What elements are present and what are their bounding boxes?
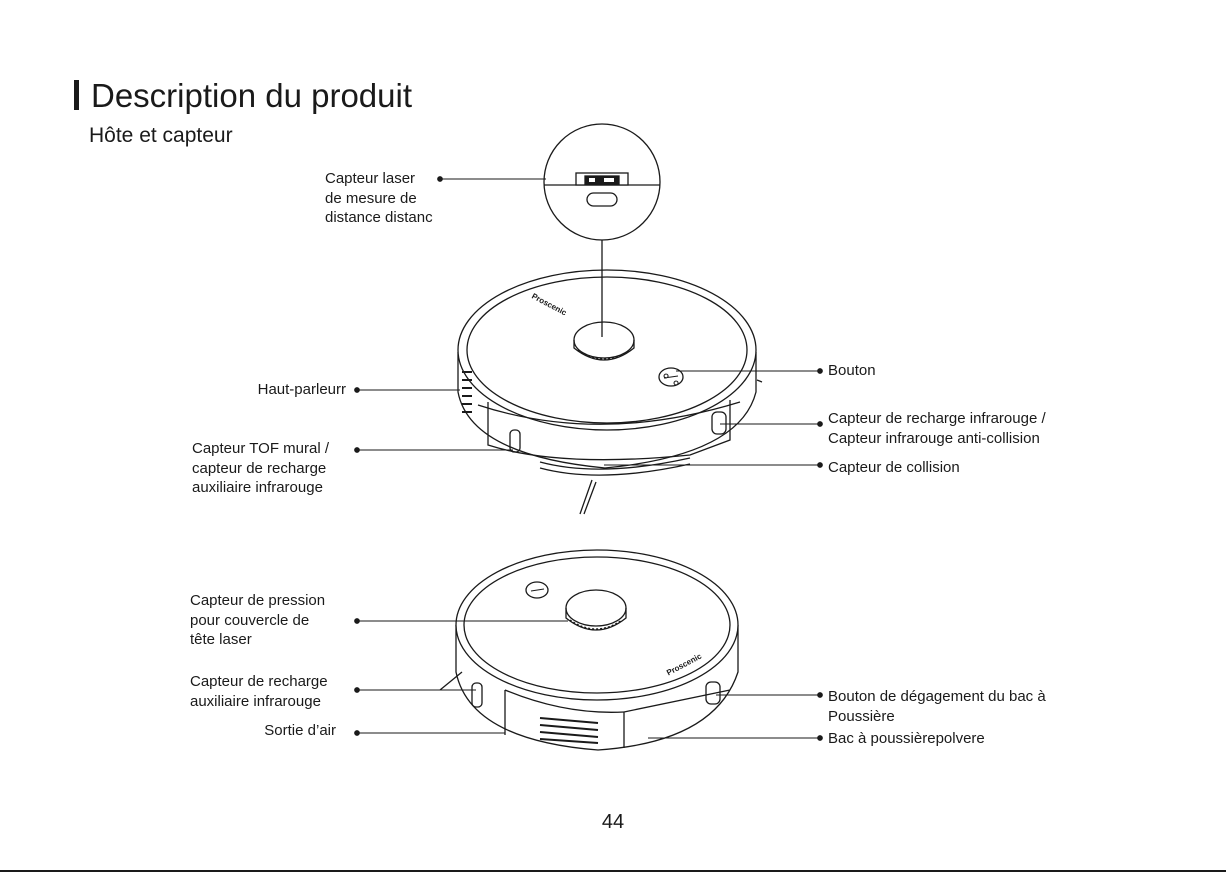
robot-rear-view — [439, 549, 739, 751]
laser-zoom-callout — [543, 123, 661, 337]
label-speaker: Haut-parleurr — [257, 381, 346, 398]
label-collision-sensor: Capteur de collision — [828, 459, 960, 476]
page-number: 44 — [601, 811, 625, 833]
leader-lines — [354, 176, 823, 741]
page-title: Description du produit — [91, 77, 413, 114]
page-subtitle: Hôte et capteur — [89, 124, 233, 147]
label-button: Bouton — [828, 362, 876, 379]
label-air-outlet: Sortie d’air — [264, 722, 336, 739]
bottom-rule — [0, 870, 1226, 872]
label-dustbin: Bac à poussièrepolvere — [828, 730, 985, 747]
title-accent-bar — [74, 80, 79, 110]
robot-top-view — [457, 269, 763, 515]
label-ir-charge-sensor: Capteur de recharge infrarouge /Capteur … — [828, 410, 1046, 447]
